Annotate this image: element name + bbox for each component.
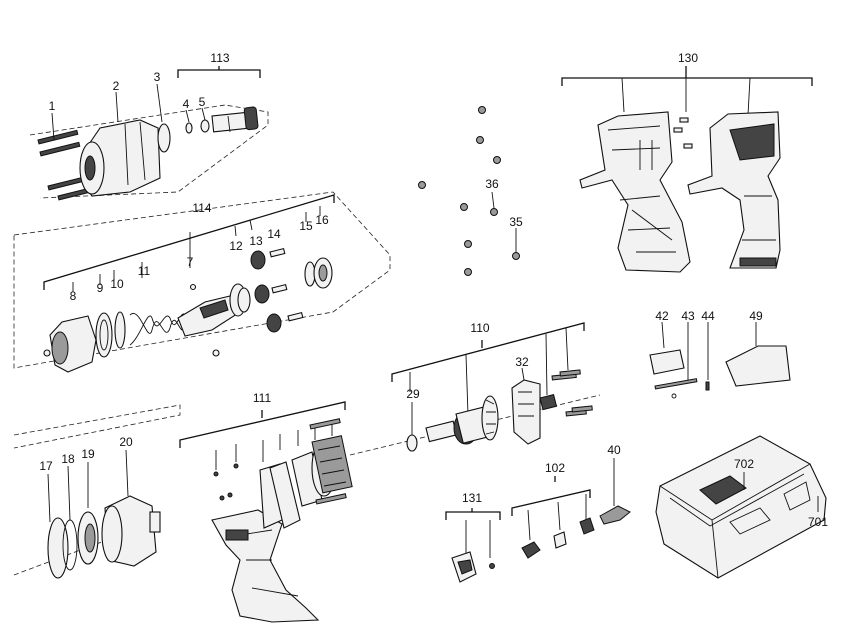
- callout-15: 15: [299, 219, 313, 233]
- pcb-small: [539, 394, 558, 411]
- callout-20: 20: [119, 435, 133, 449]
- callout-17: 17: [39, 459, 53, 473]
- part-8-hammer: [43, 315, 97, 373]
- callout-40: 40: [607, 443, 621, 457]
- callout-110: 110: [470, 321, 489, 335]
- callout-43: 43: [681, 309, 695, 323]
- part-5-oring: [200, 119, 210, 133]
- part-17-cover: [47, 517, 69, 579]
- callout-44: 44: [701, 309, 715, 323]
- callout-130: 130: [678, 51, 698, 65]
- callout-13: 13: [249, 234, 263, 248]
- callout-29: 29: [406, 387, 420, 401]
- part-42-label: [649, 349, 685, 375]
- callout-2: 2: [113, 79, 120, 93]
- callout-4: 4: [183, 97, 190, 111]
- part-10-washer: [114, 311, 126, 349]
- motor-rotor: [425, 406, 492, 445]
- callout-102: 102: [545, 461, 565, 475]
- group-130-housing-halves: [561, 66, 813, 273]
- callout-701: 701: [808, 515, 828, 529]
- callout-32: 32: [515, 355, 529, 369]
- callout-7: 7: [187, 255, 194, 269]
- group-111-electronics: [179, 401, 353, 623]
- part-20-gear-housing: [101, 495, 161, 567]
- callout-42: 42: [655, 309, 669, 323]
- callout-16: 16: [315, 213, 329, 227]
- part-44-pin: [705, 381, 710, 391]
- part-29-bearing: [406, 434, 418, 452]
- callout-113: 113: [210, 51, 229, 65]
- group-113-front-housing: [29, 66, 269, 201]
- group-accessories: [649, 321, 791, 399]
- part-13-gears: [250, 250, 282, 333]
- part-18-gasket: [62, 519, 78, 571]
- part-16-bearing: [313, 257, 333, 289]
- callout-8: 8: [70, 289, 77, 303]
- callout-labels: 1 2 3 4 5 113 130 114 7 8 9 10 11 12 13 …: [39, 51, 828, 529]
- callout-131: 131: [462, 491, 482, 505]
- callout-35: 35: [509, 215, 523, 229]
- motor-stator: [311, 435, 353, 497]
- part-2-front-housing: [79, 119, 161, 197]
- carry-case: [655, 435, 827, 579]
- part-7-ball: [189, 283, 197, 291]
- motor-fan: [481, 395, 499, 441]
- group-114-impact-mechanism: [13, 191, 391, 373]
- callout-702: 702: [734, 457, 754, 471]
- callout-49: 49: [749, 309, 763, 323]
- anvil-spindle: [211, 106, 259, 133]
- part-19-ring-gear: [77, 511, 99, 565]
- group-screws-36-35: [418, 106, 520, 276]
- callout-19: 19: [81, 447, 95, 461]
- part-40-button: [599, 458, 631, 525]
- callout-18: 18: [61, 452, 75, 466]
- callout-14: 14: [267, 227, 281, 241]
- part-49-sticker: [725, 345, 791, 387]
- part-43-strip: [654, 378, 698, 390]
- group-131-clips: [445, 508, 501, 583]
- callout-114: 114: [192, 201, 211, 215]
- part-14-pins: [269, 247, 304, 322]
- part-32-baffle: [511, 379, 541, 445]
- callout-12: 12: [229, 239, 243, 253]
- part-12-carrier: [229, 283, 251, 317]
- callout-1: 1: [49, 99, 56, 113]
- part-4-washer: [185, 122, 193, 134]
- callout-10: 10: [110, 277, 124, 291]
- callout-5: 5: [199, 95, 206, 109]
- callout-111: 111: [253, 391, 272, 405]
- callout-11: 11: [138, 264, 151, 278]
- part-9-ball-ring: [95, 312, 113, 358]
- callout-9: 9: [97, 281, 104, 295]
- group-102-switch: [511, 476, 595, 559]
- group-110-motor: [349, 322, 601, 456]
- callout-3: 3: [154, 70, 161, 84]
- callout-36: 36: [485, 177, 499, 191]
- part-3-ring: [157, 123, 171, 153]
- group-rear-cover: [47, 449, 161, 579]
